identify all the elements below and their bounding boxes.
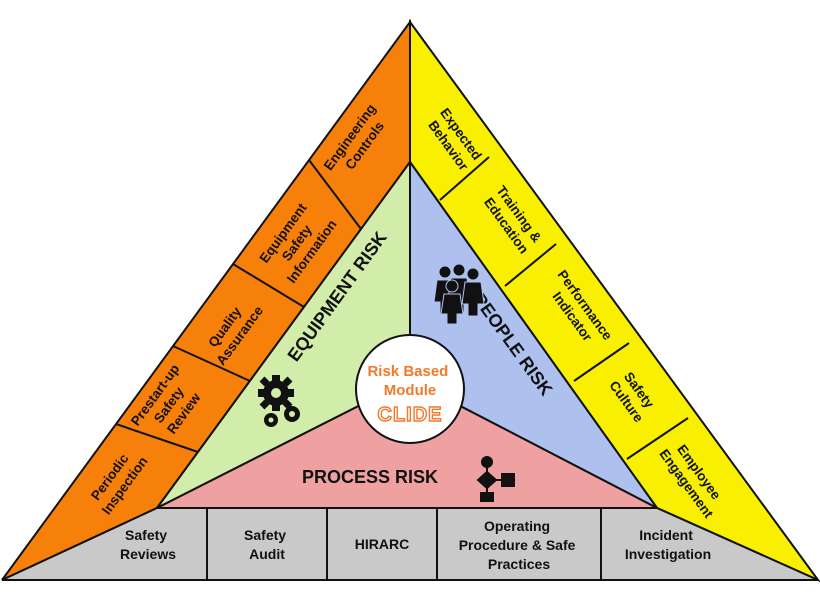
center-circle bbox=[355, 334, 465, 444]
process-risk-sector bbox=[156, 378, 658, 509]
process-risk-title: PROCESS RISK bbox=[302, 467, 438, 487]
process-control-label: Incident Investigation bbox=[625, 527, 711, 562]
band-divider bbox=[626, 417, 689, 460]
band-divider bbox=[439, 156, 490, 201]
band-divider bbox=[573, 342, 630, 382]
gears-icon bbox=[258, 375, 300, 427]
band-divider bbox=[115, 423, 199, 453]
band-divider bbox=[504, 243, 557, 287]
center-title: Risk Based Module bbox=[367, 363, 452, 399]
process-control-label: Safety Audit bbox=[244, 527, 290, 562]
band-divider bbox=[308, 159, 362, 230]
flowchart-icon bbox=[476, 456, 515, 502]
band-divider bbox=[232, 263, 305, 308]
people-group-icon bbox=[433, 263, 485, 325]
process-control-label: Operating Procedure & Safe Practices bbox=[459, 518, 580, 572]
band-divider bbox=[172, 345, 251, 382]
clide-logo: CLIDE bbox=[378, 404, 443, 426]
process-control-label: HIRARC bbox=[355, 536, 409, 552]
process-control-label: Safety Reviews bbox=[120, 527, 176, 562]
